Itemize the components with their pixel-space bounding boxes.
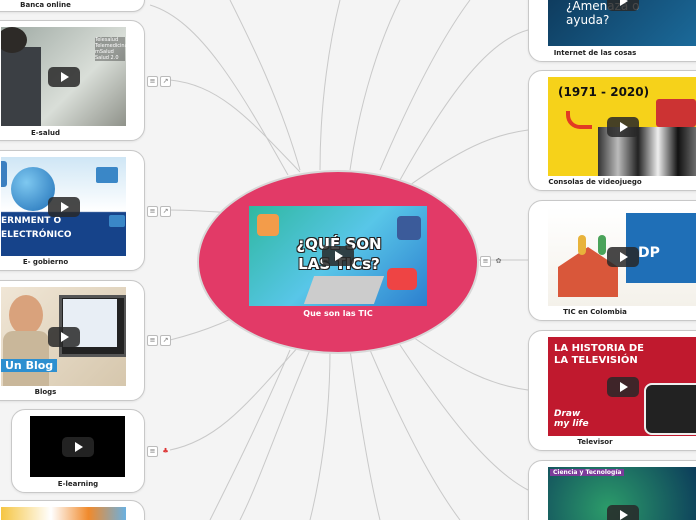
node-televisor[interactable]: LA HISTORIA DE LA TELEVISIÓN Draw my lif… [528, 330, 696, 451]
video-thumbnail[interactable]: Ciencia y Tecnología [548, 467, 696, 520]
node-label: E- gobierno [22, 258, 69, 266]
play-icon[interactable] [61, 436, 94, 457]
video-thumbnail[interactable] [1, 507, 126, 520]
node-icons: ≡ ♣ [147, 446, 171, 457]
node-e-salud[interactable]: Telesalud Telemedicina mSalud Salud 2.0 … [0, 20, 145, 141]
thumb-subtext: Draw my life [554, 409, 589, 429]
thumb-text: DP [638, 245, 660, 261]
node-consolas-de-videojuego[interactable]: (1971 - 2020) Consolas de videojuego [528, 70, 696, 191]
node-label: Consolas de videojuego [548, 178, 642, 186]
node-label: E-learning [57, 480, 99, 488]
play-icon[interactable] [322, 246, 354, 266]
play-icon[interactable] [607, 376, 639, 397]
node-e-learning[interactable]: E-learning [11, 409, 145, 493]
video-thumbnail[interactable]: Telesalud Telemedicina mSalud Salud 2.0 [1, 27, 126, 126]
central-icons: ≡ ✿ [480, 256, 504, 267]
node-icons: ≡ ↗ [147, 335, 171, 346]
thumb-text: Ciencia y Tecnología [550, 469, 625, 476]
node-tic-en-colombia[interactable]: DP TIC en Colombia [528, 200, 696, 321]
notes-icon[interactable]: ≡ [147, 76, 158, 87]
thumb-text: ERNMENT O ELECTRÓNICO [1, 216, 72, 240]
flag-icon[interactable]: ♣ [162, 447, 169, 455]
node-label: TIC en Colombia [563, 308, 627, 316]
external-link-icon[interactable]: ↗ [160, 206, 171, 217]
video-thumbnail[interactable]: Un Blog [1, 287, 126, 386]
video-thumbnail[interactable]: (1971 - 2020) [548, 77, 696, 176]
video-thumbnail[interactable]: LA HISTORIA DE LA TELEVISIÓN Draw my lif… [548, 337, 696, 436]
external-link-icon[interactable]: ↗ [160, 335, 171, 346]
notes-icon[interactable]: ≡ [480, 256, 491, 267]
thumb-text: LA HISTORIA DE LA TELEVISIÓN [554, 343, 644, 366]
thumb-text: Telesalud Telemedicina mSalud Salud 2.0 [95, 37, 126, 61]
node-e-gobierno[interactable]: ERNMENT O ELECTRÓNICO E- gobierno [0, 150, 145, 271]
play-icon[interactable] [47, 66, 80, 87]
notes-icon[interactable]: ≡ [147, 446, 158, 457]
node-internet-de-las-cosas[interactable]: ¿Amenaza o ayuda? Internet de las cosas [528, 0, 696, 62]
video-thumbnail[interactable]: ERNMENT O ELECTRÓNICO [1, 157, 126, 256]
node-label: E-salud [31, 129, 60, 137]
external-link-icon[interactable]: ↗ [160, 76, 171, 87]
node-label: Internet de las cosas [553, 49, 637, 57]
video-thumbnail[interactable]: DP [548, 207, 696, 306]
video-thumbnail[interactable] [30, 416, 125, 477]
flag-icon[interactable]: ✿ [495, 257, 502, 265]
play-icon[interactable] [607, 116, 639, 137]
thumb-text: Un Blog [1, 359, 58, 372]
node-partial-bottom-left[interactable] [0, 500, 145, 520]
node-label: Banca online [20, 1, 71, 9]
thumb-text: (1971 - 2020) [558, 85, 650, 99]
video-thumbnail[interactable]: ¿Amenaza o ayuda? [548, 0, 696, 46]
notes-icon[interactable]: ≡ [147, 206, 158, 217]
node-icons: ≡ ↗ [147, 76, 171, 87]
play-icon[interactable] [47, 196, 80, 217]
node-ciencia-y-tecnologia[interactable]: Ciencia y Tecnología [528, 460, 696, 520]
node-blogs[interactable]: Un Blog Blogs [0, 280, 145, 401]
node-label: Blogs [34, 388, 57, 396]
video-thumbnail[interactable]: ¿QUÉ SON LAS TICs? [249, 206, 427, 306]
play-icon[interactable] [607, 246, 639, 267]
play-icon[interactable] [47, 326, 80, 347]
node-banca-online[interactable]: Banca online [0, 0, 145, 12]
play-icon[interactable] [607, 505, 639, 520]
central-topic[interactable]: ¿QUÉ SON LAS TICs? Que son las TIC [197, 170, 479, 354]
central-label: Que son las TIC [303, 309, 373, 318]
node-label: Televisor [577, 438, 613, 446]
node-icons: ≡ ↗ [147, 206, 171, 217]
play-icon[interactable] [607, 0, 639, 11]
notes-icon[interactable]: ≡ [147, 335, 158, 346]
